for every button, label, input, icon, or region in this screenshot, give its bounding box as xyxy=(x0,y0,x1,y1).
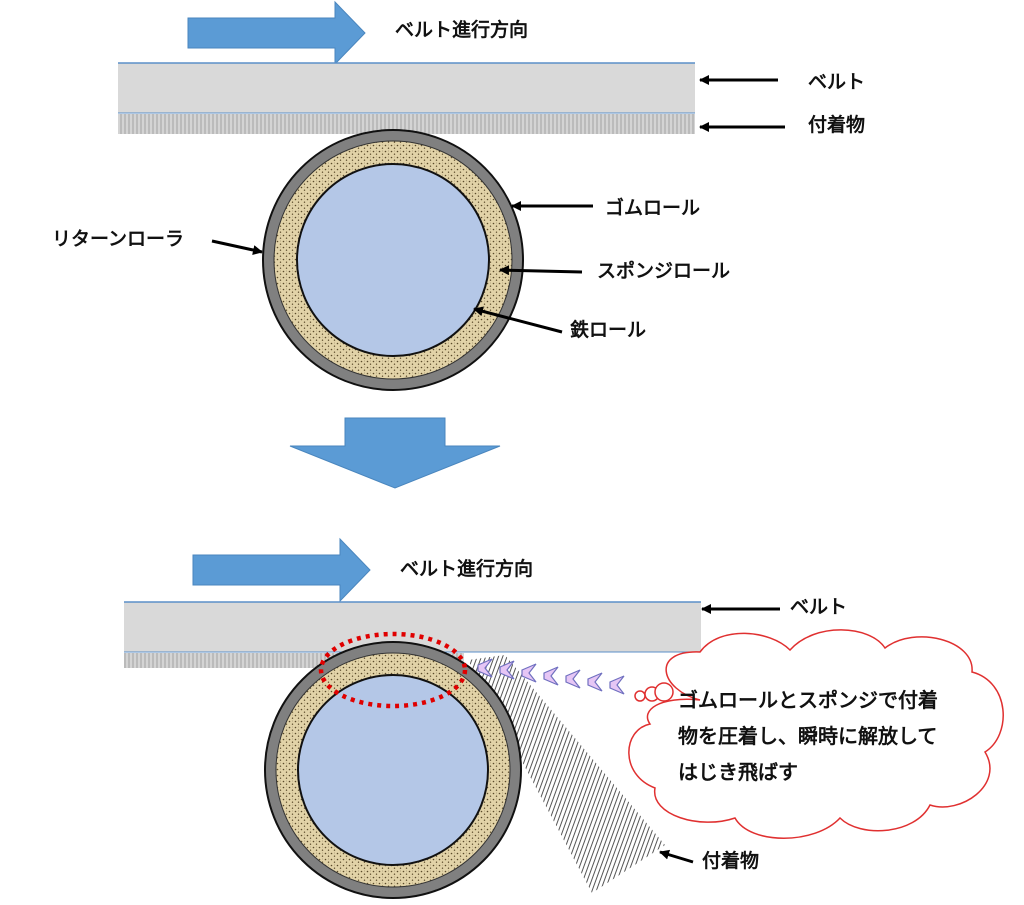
bottom-direction-arrow xyxy=(192,537,371,603)
bottom-deposit-pointer xyxy=(659,849,694,864)
rubber-roll-label: ゴムロール xyxy=(605,197,701,219)
bubble-line: 物を圧着し、瞬時に解放して xyxy=(678,724,938,748)
top-direction-label: ベルト進行方向 xyxy=(395,19,529,41)
explanation-bubble xyxy=(628,629,1004,839)
top-iron-pointer xyxy=(473,306,563,334)
top-belt xyxy=(118,63,695,113)
compression-zone-highlight xyxy=(318,631,468,709)
bubble-line: はじき飛ばす xyxy=(678,760,798,784)
bottom-return-roller xyxy=(264,641,522,899)
bottom-direction-label: ベルト進行方向 xyxy=(400,558,534,580)
return-roller-label: リターンローラ xyxy=(52,228,185,250)
bottom-deposit-label: 付着物 xyxy=(702,850,760,872)
top-deposit-layer xyxy=(118,114,695,134)
bottom-belt-label: ベルト xyxy=(790,596,848,618)
top-panel xyxy=(118,0,785,391)
top-deposit-label: 付着物 xyxy=(808,114,866,136)
top-return-roller xyxy=(262,129,524,391)
top-return-roller-pointer xyxy=(211,239,263,255)
bubble-text: ゴムロールとスポンジで付着 物を圧着し、瞬時に解放して はじき飛ばす xyxy=(678,682,988,790)
sponge-roll-label: スポンジロール xyxy=(597,260,731,282)
bubble-line: ゴムロールとスポンジで付着 xyxy=(678,688,938,712)
top-sponge-pointer xyxy=(499,265,583,276)
top-direction-arrow xyxy=(187,0,366,66)
top-belt-label: ベルト xyxy=(808,71,866,93)
transition-arrow xyxy=(289,417,501,489)
chevron-flow xyxy=(477,658,625,695)
bottom-panel xyxy=(124,537,1004,899)
flying-deposit-spray xyxy=(468,655,665,893)
iron-roll-label: 鉄ロール xyxy=(570,319,647,341)
